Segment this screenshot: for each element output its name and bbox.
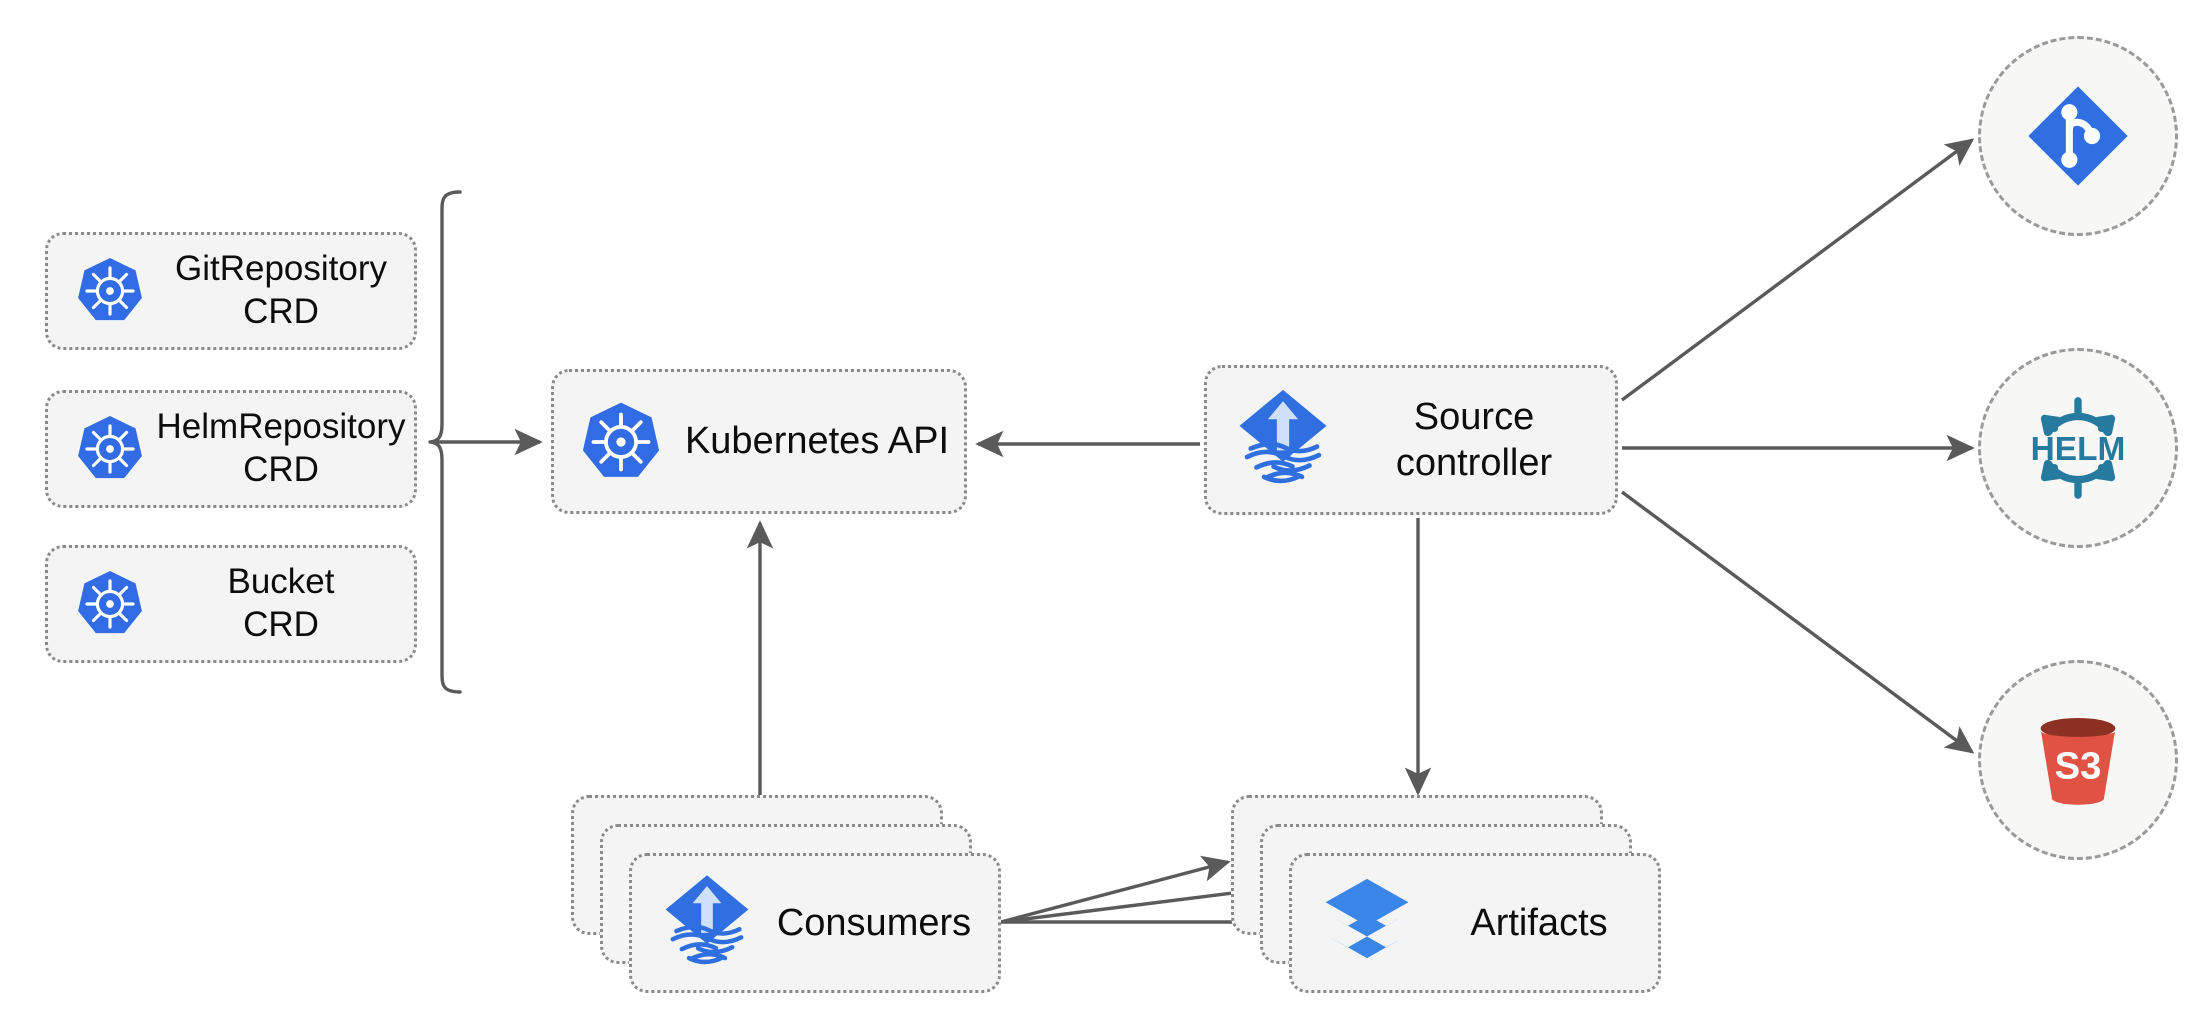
s3-label: S3 bbox=[2055, 745, 2102, 788]
crd-label: Bucket CRD bbox=[227, 562, 335, 644]
external-helm[interactable]: HELM bbox=[1978, 348, 2178, 548]
node-label-consumers: Consumers bbox=[776, 901, 972, 944]
consumers-card-front[interactable]: Consumers bbox=[629, 853, 1001, 993]
node-kubernetes-api[interactable]: Kubernetes API bbox=[551, 369, 967, 514]
flux-icon bbox=[662, 873, 752, 973]
edge-consumers-to-artifacts-2 bbox=[1000, 880, 1260, 924]
node-artifacts-stack[interactable]: Artifacts bbox=[1231, 795, 1661, 995]
edge-source-controller-to-git bbox=[1620, 138, 1975, 402]
kubernetes-icon bbox=[74, 255, 146, 327]
crd-label: HelmRepository CRD bbox=[156, 407, 406, 489]
edge-source-controller-to-s3 bbox=[1620, 490, 1975, 754]
node-label-kubernetes-api: Kubernetes API bbox=[684, 420, 950, 463]
crd-box-helmrepository[interactable]: HelmRepository CRD bbox=[45, 390, 417, 508]
edge-consumers-to-artifacts-1 bbox=[1000, 855, 1231, 924]
s3-bucket-icon: S3 bbox=[2022, 704, 2134, 816]
node-source-controller[interactable]: Source controller bbox=[1204, 365, 1618, 515]
artifacts-card-front[interactable]: Artifacts bbox=[1289, 853, 1661, 993]
node-consumers-stack[interactable]: Consumers bbox=[571, 795, 1001, 995]
external-s3[interactable]: S3 bbox=[1978, 660, 2178, 860]
git-icon bbox=[2024, 82, 2132, 190]
crd-group-brace bbox=[428, 190, 462, 694]
helm-label: HELM bbox=[2031, 431, 2126, 468]
kubernetes-icon bbox=[74, 568, 146, 640]
crd-box-bucket[interactable]: Bucket CRD bbox=[45, 545, 417, 663]
kubernetes-icon bbox=[578, 399, 664, 485]
crd-label: GitRepository CRD bbox=[174, 249, 388, 331]
node-label-source-controller: Source controller bbox=[1395, 395, 1553, 484]
node-label-artifacts: Artifacts bbox=[1470, 901, 1608, 944]
flux-icon bbox=[1235, 388, 1331, 492]
crd-box-gitrepository[interactable]: GitRepository CRD bbox=[45, 232, 417, 350]
layers-icon bbox=[1322, 875, 1412, 971]
kubernetes-icon bbox=[74, 413, 146, 485]
external-git[interactable] bbox=[1978, 36, 2178, 236]
helm-icon: HELM bbox=[2019, 389, 2137, 507]
